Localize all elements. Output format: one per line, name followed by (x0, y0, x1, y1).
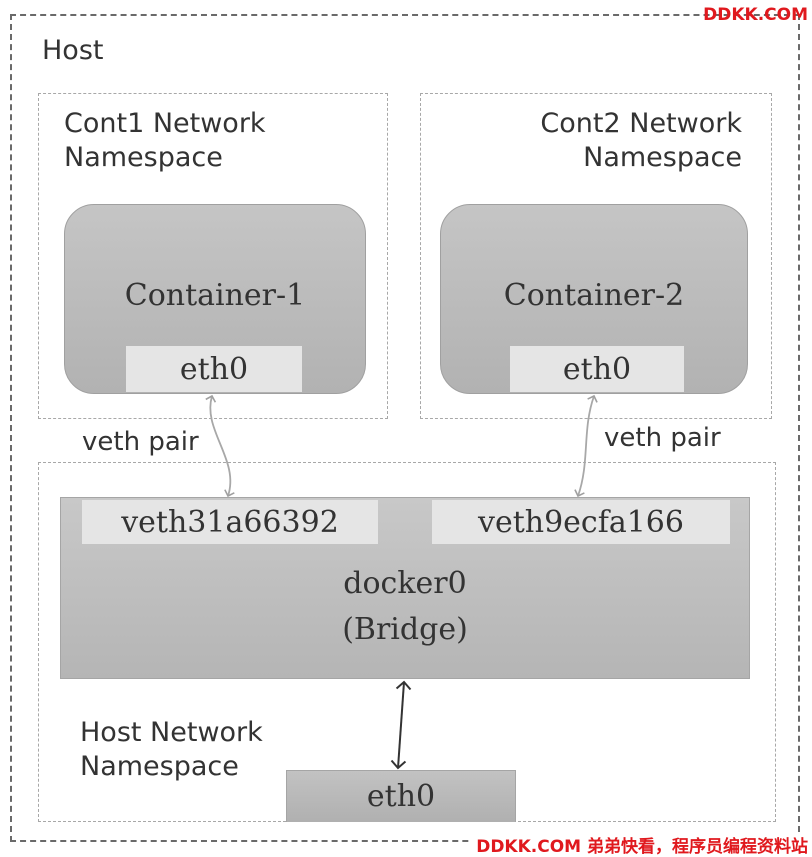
cont1-namespace-label: Cont1 Network Namespace (64, 107, 266, 175)
container-2-eth0: eth0 (510, 346, 684, 392)
host-eth0: eth0 (286, 770, 516, 822)
cont2-namespace-label: Cont2 Network Namespace (540, 107, 742, 175)
container-1-title: Container-1 (124, 278, 306, 313)
cont2-namespace-label-line2: Namespace (583, 142, 742, 173)
host-namespace-label-line1: Host Network (80, 717, 263, 748)
host-namespace-label: Host Network Namespace (80, 716, 263, 784)
container-2-title: Container-2 (503, 278, 685, 313)
bridge-port-veth-1: veth31a66392 (82, 500, 378, 544)
cont1-namespace-label-line2: Namespace (64, 142, 223, 173)
watermark-top: DDKK.COM (703, 5, 808, 25)
bridge-name: docker0 (343, 566, 467, 601)
host-namespace-label-line2: Namespace (80, 751, 239, 782)
veth-pair-label-left: veth pair (82, 427, 199, 457)
container-1-eth0: eth0 (126, 346, 302, 392)
cont1-namespace-label-line1: Cont1 Network (64, 108, 266, 139)
cont2-namespace-label-line1: Cont2 Network (540, 108, 742, 139)
veth-pair-label-right: veth pair (604, 423, 721, 453)
bridge-port-veth-2: veth9ecfa166 (432, 500, 730, 544)
bridge-type: (Bridge) (342, 612, 468, 647)
host-label: Host (42, 35, 104, 66)
host-boundary (10, 14, 800, 842)
watermark-bottom: DDKK.COM 弟弟快看，程序员编程资料站 (472, 832, 808, 857)
